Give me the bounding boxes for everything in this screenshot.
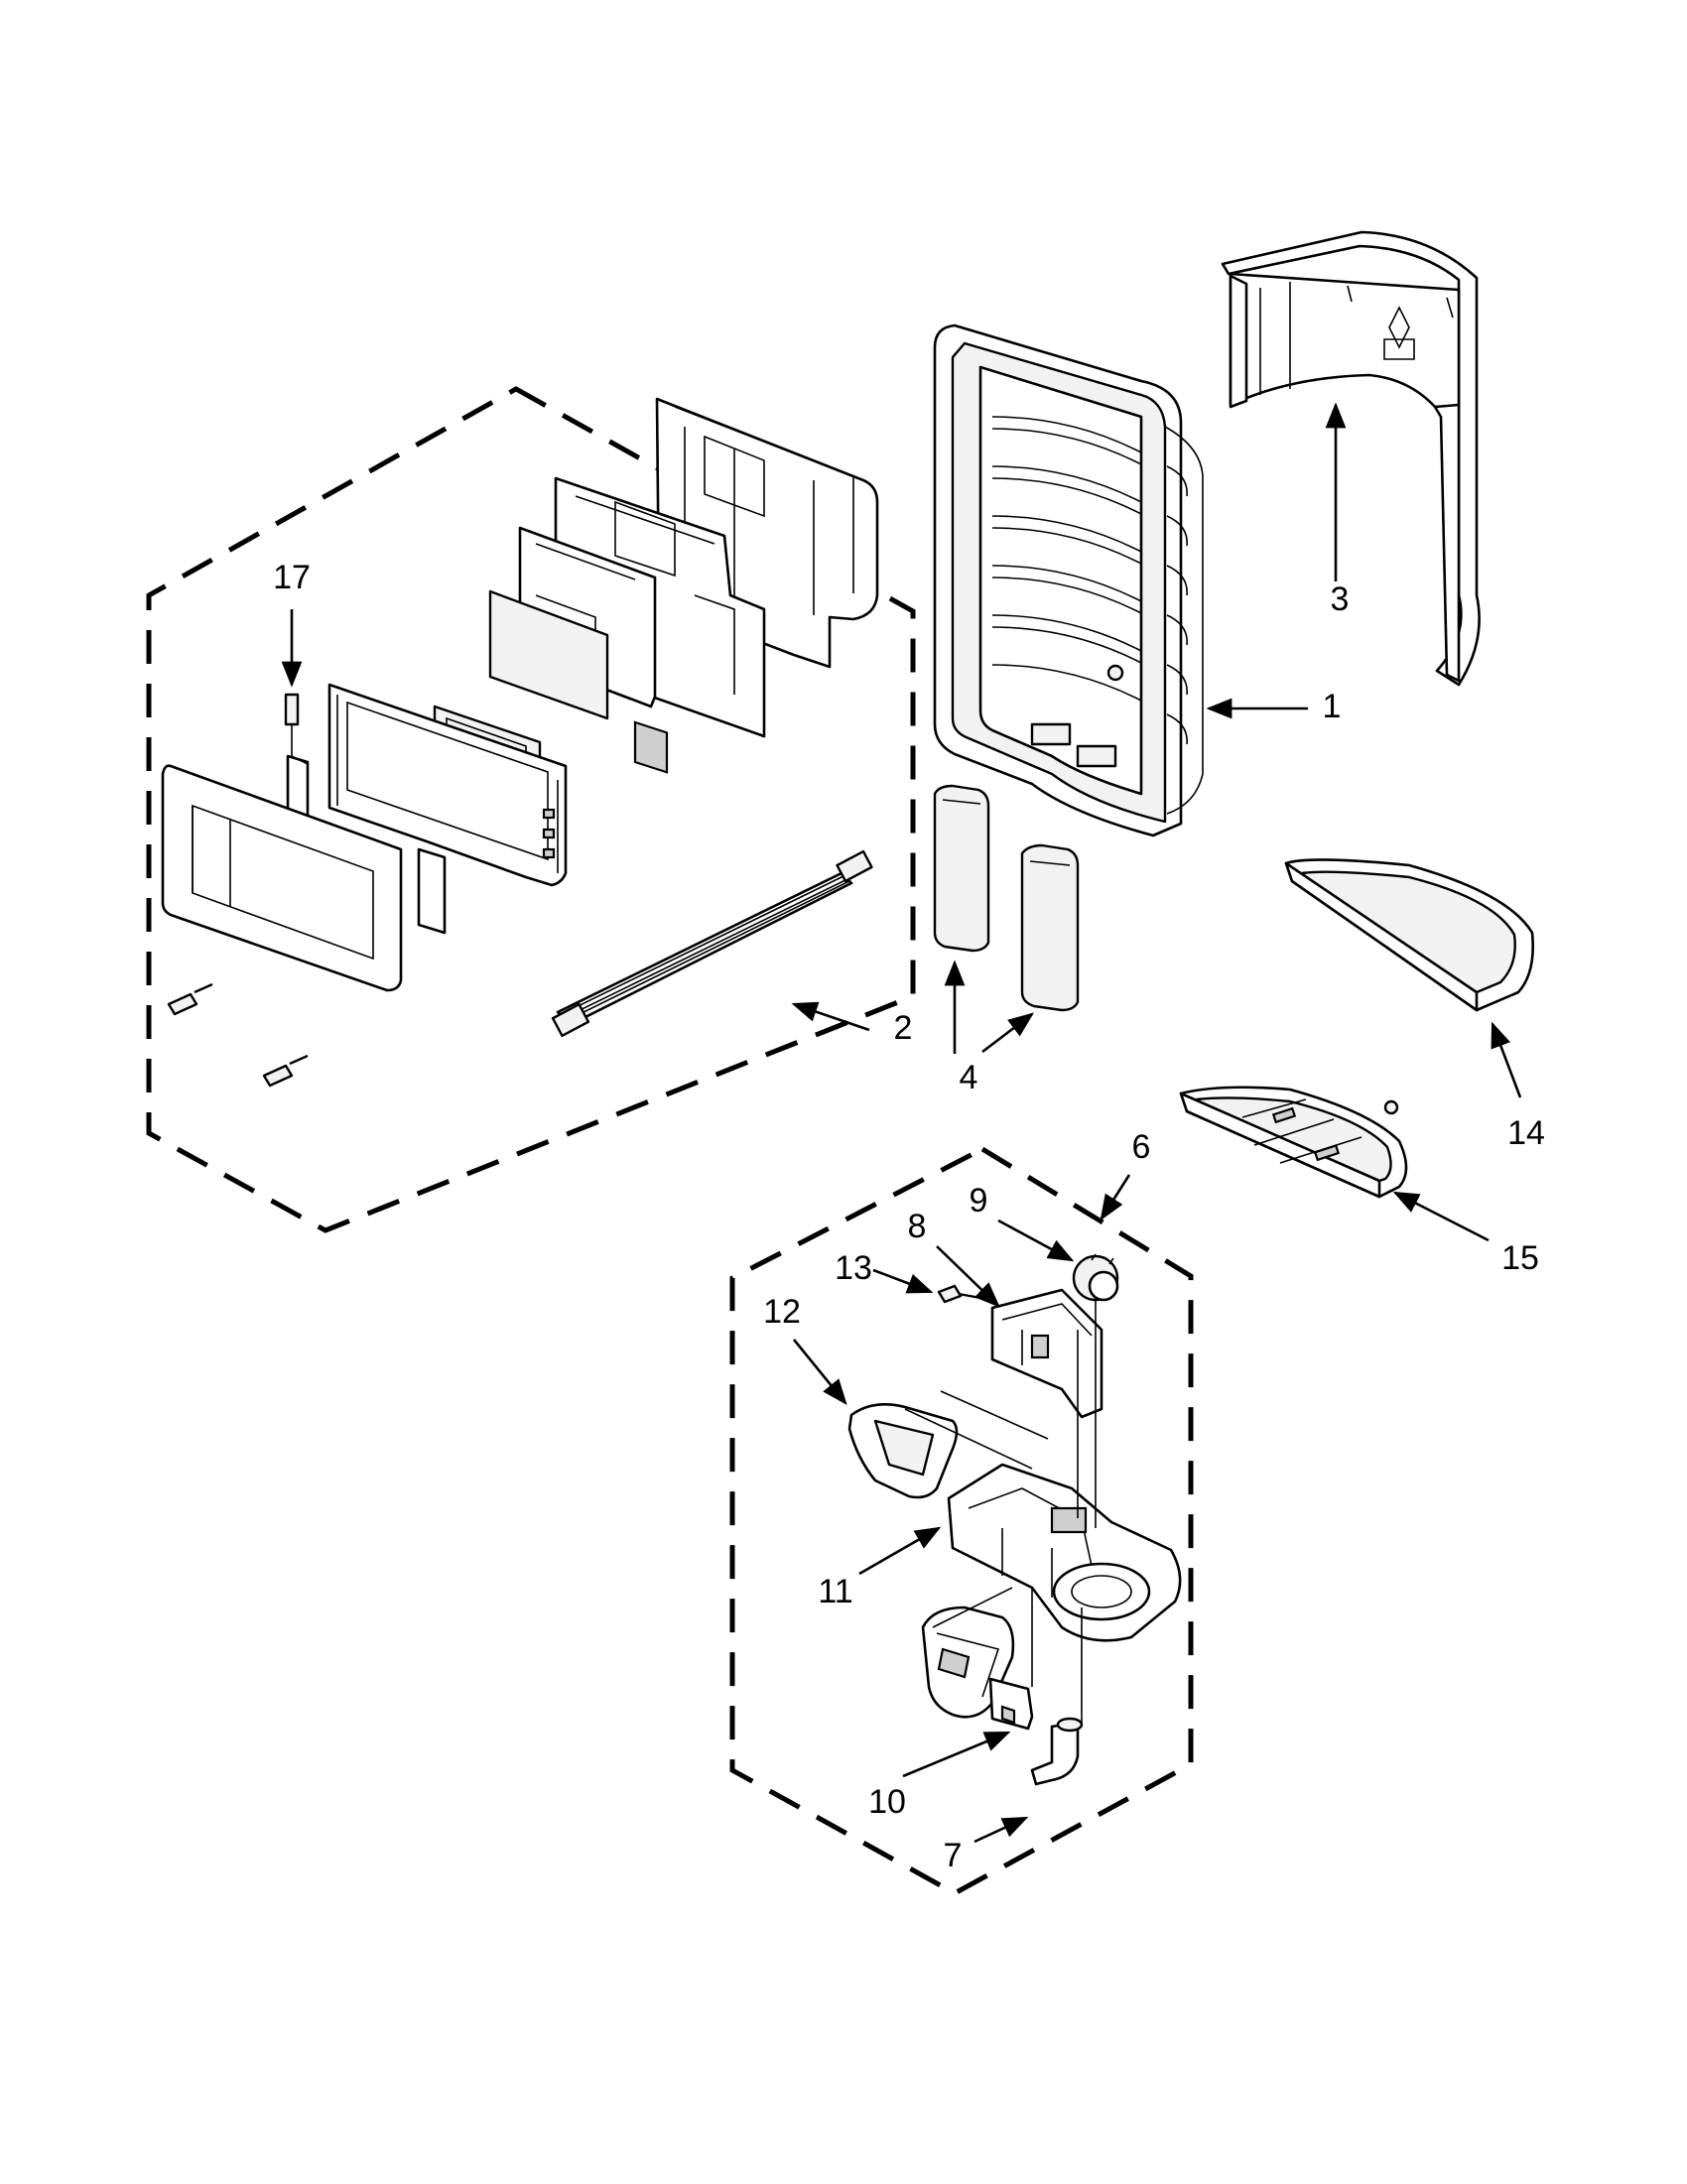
drip-tray-part-14 xyxy=(1284,858,1534,1012)
callout-10: 10 xyxy=(868,1783,906,1821)
leader-4b xyxy=(981,1012,1035,1054)
dispenser-base-part-11 xyxy=(947,1463,1182,1642)
control-panel-group-boundary xyxy=(146,386,916,1233)
screw-part-13 xyxy=(937,1284,981,1304)
callout-14: 14 xyxy=(1507,1114,1545,1152)
callout-9: 9 xyxy=(970,1182,988,1220)
actuator-knob-part-9 xyxy=(1072,1253,1119,1302)
callout-17: 17 xyxy=(273,559,311,596)
leader-15 xyxy=(1392,1191,1490,1242)
callout-2: 2 xyxy=(894,1009,913,1047)
leader-14 xyxy=(1491,1021,1522,1098)
leader-11 xyxy=(858,1526,942,1576)
leader-7 xyxy=(973,1816,1029,1844)
callout-15: 15 xyxy=(1501,1239,1539,1277)
leader-12 xyxy=(792,1339,847,1406)
dispenser-housing-part-1 xyxy=(933,323,1204,837)
microswitch-part-10 xyxy=(988,1677,1034,1731)
leader-13 xyxy=(872,1268,934,1294)
leader-10 xyxy=(902,1731,1011,1778)
chute-funnel-part-12 xyxy=(847,1403,959,1499)
callout-4: 4 xyxy=(960,1059,978,1096)
dispenser-group-boundary xyxy=(729,1146,1194,1896)
callout-11: 11 xyxy=(818,1573,852,1610)
leader-8 xyxy=(936,1245,1000,1308)
callout-7: 7 xyxy=(944,1837,963,1874)
drip-tray-grille-part-15 xyxy=(1179,1086,1408,1199)
pads-part-4 xyxy=(933,784,1080,1012)
callout-6: 6 xyxy=(1132,1128,1151,1166)
callout-8: 8 xyxy=(908,1208,927,1245)
callout-1: 1 xyxy=(1323,688,1342,725)
duct-cover-part-3 xyxy=(1221,230,1481,687)
callout-12: 12 xyxy=(763,1293,801,1331)
callout-13: 13 xyxy=(835,1249,872,1287)
leader-2 xyxy=(791,1001,870,1032)
switch-bracket-part-8 xyxy=(990,1288,1103,1419)
water-fitting-part-7 xyxy=(1030,1717,1084,1786)
control-panel-part-2 xyxy=(161,397,879,1088)
leader-6 xyxy=(1100,1174,1131,1221)
callout-3: 3 xyxy=(1331,580,1350,618)
leader-9 xyxy=(997,1219,1075,1262)
